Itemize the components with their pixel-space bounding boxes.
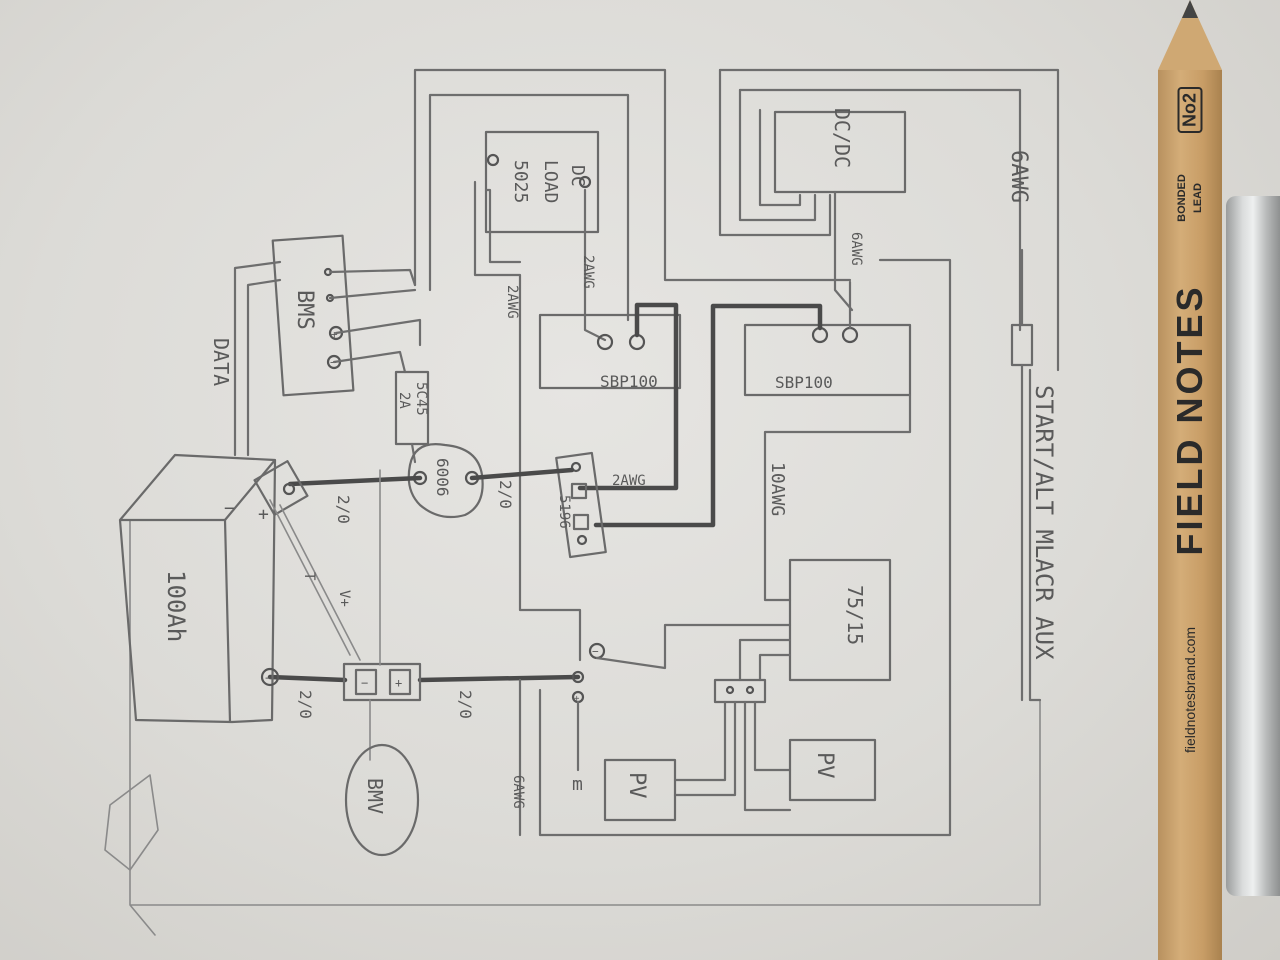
awg2-right-label: 2AWG	[580, 255, 596, 289]
source-label: START/ALT MLACR AUX	[1030, 385, 1058, 660]
awg6-bottom-label: 6AWG	[510, 775, 526, 809]
negative-bus-node: − + 6AWG m	[510, 623, 792, 837]
battery-100ah: 100Ah + − V+ T	[118, 453, 361, 724]
dash-label: −	[224, 498, 235, 519]
main-cables: 2/0 2/0 2/0 2/0	[267, 467, 581, 719]
g20-d-label: 2/0	[456, 690, 475, 719]
pv-combiner	[673, 678, 792, 812]
g20-a-label: 2/0	[334, 495, 353, 524]
bus-bar-5196: 5196	[555, 451, 607, 559]
mppt-label: 75/15	[843, 585, 867, 645]
shunt: − +	[342, 469, 422, 761]
data-label: DATA	[209, 338, 233, 386]
fuse-block-label: 6006	[433, 458, 452, 497]
node-minus: −	[592, 645, 599, 658]
top-wiring-loops	[413, 68, 1060, 837]
shunt-minus: −	[361, 676, 368, 690]
small-fuse: 5C45 2A	[394, 370, 430, 464]
sbp-right-label: SBP100	[775, 373, 833, 392]
battery-plus: +	[258, 504, 269, 525]
small-fuse-line1: 5C45	[413, 382, 429, 416]
pencil-lead-line1: BONDED	[1176, 174, 1188, 222]
bms-label: BMS	[292, 290, 317, 330]
start-alt-source: 6AWG START/ALT MLACR AUX	[1006, 150, 1058, 702]
pencil-lead-line2: LEAD	[1192, 183, 1204, 213]
awg6-top-label: 6AWG	[1006, 150, 1031, 203]
battery-minus: −	[265, 671, 272, 685]
small-fuse-line2: 2A	[396, 392, 412, 409]
pencil-lead-tip	[1182, 0, 1198, 18]
awg2-bus-label: 2AWG	[612, 473, 646, 489]
pv-right-label: PV	[812, 752, 837, 779]
t-label: T	[301, 572, 317, 581]
dcdc-converter: DC/DC	[773, 108, 907, 312]
sbp-left-label: SBP100	[600, 372, 658, 391]
dc-load: DC LOAD 5025 2AWG 2AWG	[473, 130, 607, 662]
awg10-label: 10AWG	[767, 462, 788, 516]
mppt-75-15: 75/15	[738, 558, 892, 682]
pencil-imprint: No2 BONDED LEAD FIELD NOTES fieldnotesbr…	[1158, 70, 1222, 960]
pencil-brand: FIELD NOTES	[1169, 284, 1210, 556]
pencil-body	[1158, 70, 1222, 960]
bms-plus: +	[331, 328, 338, 341]
sbp100-right: SBP100 6AWG 10AWG	[593, 232, 912, 602]
wiring-diagram: DC/DC 6AWG START/ALT MLACR AUX DC LOAD 5…	[104, 68, 1060, 936]
pencil-grade: No2	[1177, 86, 1203, 134]
metal-tube	[1226, 196, 1280, 896]
g20-b-label: 2/0	[496, 480, 515, 509]
doodle: −	[104, 498, 235, 871]
node-plus: +	[574, 694, 580, 704]
g20-c-label: 2/0	[296, 690, 315, 719]
vplus-label: V+	[336, 590, 352, 607]
shunt-plus: +	[395, 676, 402, 690]
pv-panel-right: PV	[788, 738, 877, 802]
dc-load-line3: 5025	[510, 160, 531, 203]
pv-panel-left: PV	[603, 758, 677, 822]
pencil-url: fieldnotesbrand.com	[1182, 626, 1198, 754]
outer-frame	[129, 519, 1041, 936]
bus-bar-label: 5196	[556, 495, 572, 529]
pv-left-label: PV	[624, 772, 649, 799]
battery-label: 100Ah	[162, 570, 190, 642]
sbp100-left: SBP100 2AWG	[538, 302, 682, 491]
awg6-mid-label: 6AWG	[848, 232, 864, 266]
m-label: m	[572, 774, 583, 795]
dcdc-label: DC/DC	[830, 108, 854, 168]
awg2-left-label: 2AWG	[504, 285, 520, 319]
dc-load-line2: LOAD	[540, 160, 561, 203]
bmv-monitor: BMV	[344, 743, 420, 857]
dc-load-line1: DC	[567, 165, 588, 187]
bmv-label: BMV	[363, 778, 387, 814]
fuse-block-6006: 6006	[407, 443, 484, 519]
pencil: No2 BONDED LEAD FIELD NOTES fieldnotesbr…	[1158, 0, 1222, 960]
bms: BMS + − DATA	[209, 234, 422, 457]
